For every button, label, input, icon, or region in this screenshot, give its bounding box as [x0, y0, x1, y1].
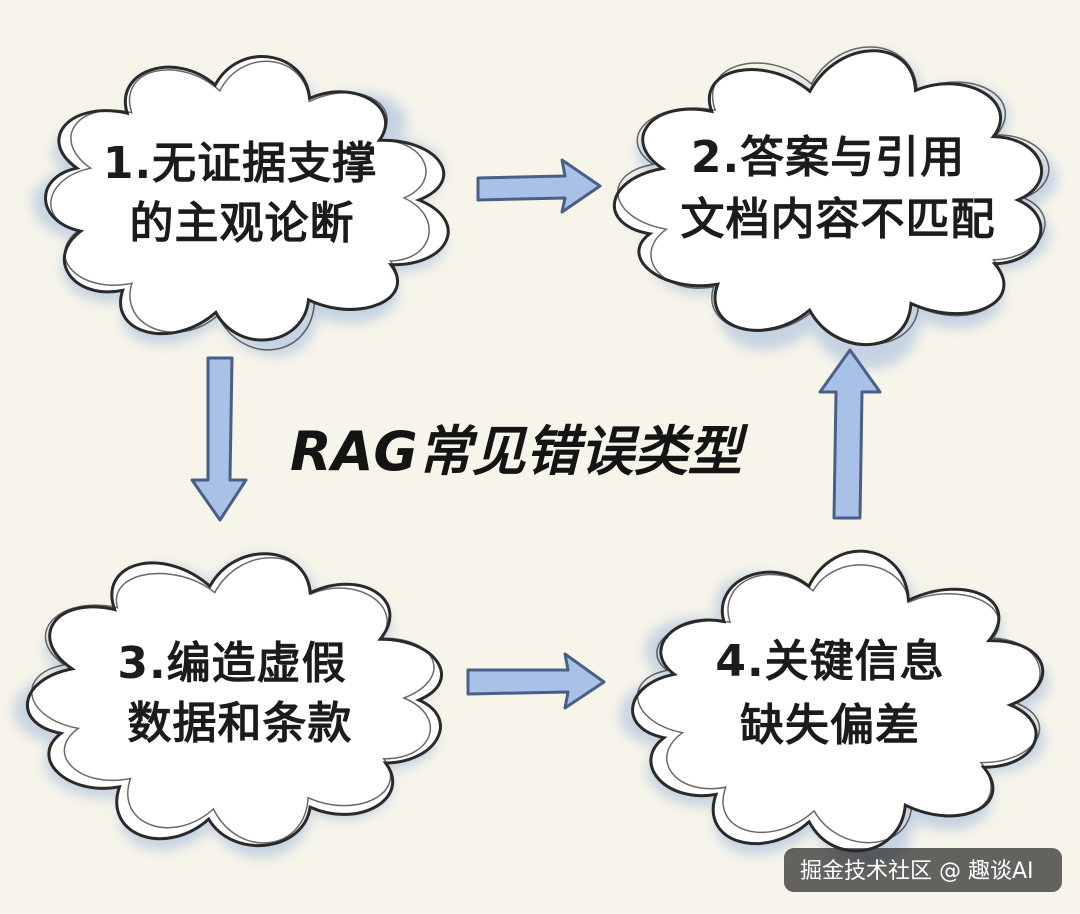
node-4-line-2: 缺失偏差	[740, 700, 920, 751]
node-2-line-2: 文档内容不匹配	[681, 194, 996, 245]
cloud-node-2: 2.答案与引用 文档内容不匹配	[612, 46, 1058, 370]
arrow-node-3-to-node-4	[466, 652, 606, 710]
node-1-line-1: 1.无证据支撑	[103, 138, 377, 189]
node-2-line-1: 2.答案与引用	[691, 132, 965, 183]
arrow-node-1-to-node-3	[190, 356, 248, 522]
watermark-text: 掘金技术社区 @ 趣谈AI	[800, 859, 1034, 884]
node-1-line-2: 的主观论断	[130, 198, 355, 249]
diagram-title: RAG常见错误类型	[290, 420, 749, 483]
watermark: 掘金技术社区 @ 趣谈AI	[784, 848, 1062, 892]
cloud-node-3: 3.编造虚假 数据和条款	[13, 552, 443, 859]
arrow-node-4-to-node-2	[818, 348, 882, 520]
cloud-node-1: 1.无证据支撑 的主观论断	[32, 55, 450, 357]
node-3-line-2: 数据和条款	[128, 698, 353, 749]
node-4-line-1: 4.关键信息	[715, 636, 944, 687]
arrow-node-1-to-node-2	[476, 158, 602, 214]
cloud-node-4: 4.关键信息 缺失偏差	[619, 549, 1049, 869]
node-3-line-1: 3.编造虚假	[117, 638, 346, 689]
